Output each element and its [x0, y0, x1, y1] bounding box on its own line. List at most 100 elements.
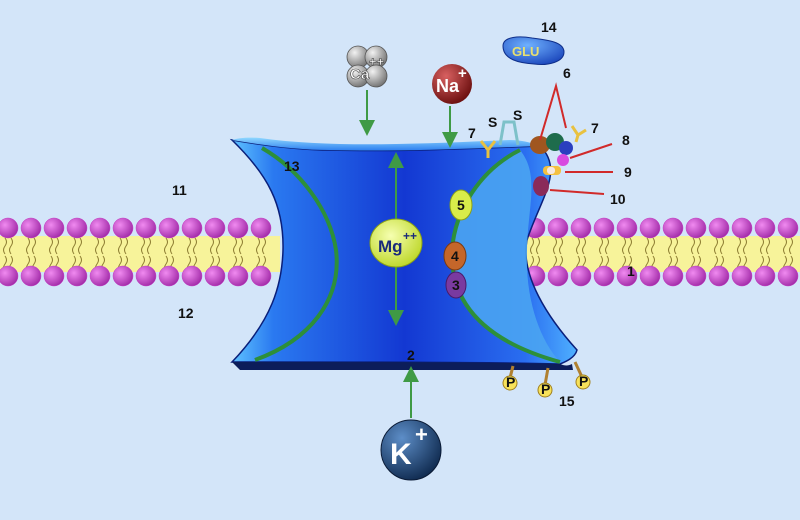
lipid-tail	[737, 237, 741, 255]
lipid-tail	[605, 237, 609, 255]
lipid-tail	[26, 237, 30, 255]
lipid-tail	[3, 237, 7, 255]
bead-blue	[559, 141, 573, 155]
lipid-head	[227, 217, 249, 239]
lipid-head	[0, 265, 19, 287]
phosphate-2	[537, 382, 553, 398]
pointer-10	[549, 189, 605, 195]
lipid-head	[639, 217, 661, 239]
binding-site-4	[443, 241, 467, 271]
lipid-head	[250, 265, 272, 287]
label-6: 6	[563, 65, 571, 81]
lipid-head	[570, 217, 592, 239]
lipid-tail	[536, 237, 540, 255]
channel-top-face	[232, 137, 540, 151]
lipid-head	[112, 265, 134, 287]
glutamate-label: GLU	[512, 44, 539, 59]
lipid-head	[135, 217, 157, 239]
sulfur-1: S	[488, 114, 497, 130]
label-9: 9	[624, 164, 632, 180]
lipid-tail	[239, 237, 243, 255]
lipid-head	[20, 217, 42, 239]
lipid-tail	[599, 237, 603, 255]
lipid-head	[731, 217, 753, 239]
lipid-head	[181, 265, 203, 287]
lipid-head	[20, 265, 42, 287]
label-14: 14	[541, 19, 557, 35]
magnesium-charge: ++	[403, 229, 417, 243]
number-labels: 1 2 6 7 7 8 9 10 11 12 13 14 15	[172, 19, 635, 409]
lipid-tail	[124, 237, 128, 255]
lipid-head	[89, 217, 111, 239]
lipid-tail	[559, 237, 563, 255]
lipid-head	[754, 217, 776, 239]
lipid-head	[43, 217, 65, 239]
lipid-tail	[55, 237, 59, 255]
lipid-tail	[49, 237, 53, 255]
lipid-tail	[9, 237, 13, 255]
binding-sites: 5 4 3	[443, 189, 473, 299]
label-12: 12	[178, 305, 194, 321]
lipid-tail	[256, 237, 260, 255]
bead-brown	[530, 136, 550, 154]
lipid-head	[731, 265, 753, 287]
sodium-ion: Na +	[432, 64, 472, 104]
lipid-head	[0, 217, 19, 239]
channel-inner-face-right	[451, 150, 560, 362]
lipid-tail	[187, 237, 191, 255]
lipid-tail	[193, 237, 197, 255]
lipid-head	[685, 265, 707, 287]
site-label-3: 3	[452, 277, 460, 293]
lipid-tail	[743, 237, 747, 255]
binding-site-3	[445, 271, 467, 299]
phosphate-3	[575, 374, 591, 390]
lipid-tail	[210, 237, 214, 255]
lipid-head	[181, 217, 203, 239]
label-13: 13	[284, 158, 300, 174]
membrane-core	[520, 236, 800, 272]
label-10: 10	[610, 191, 626, 207]
lipid-tail	[645, 237, 649, 255]
sodium-charge: +	[458, 65, 467, 82]
lipid-tail	[95, 237, 99, 255]
lipid-head	[227, 265, 249, 287]
binding-site-5	[449, 189, 473, 221]
lipid-tail	[78, 237, 82, 255]
lipid-tail	[118, 237, 122, 255]
label-2: 2	[407, 347, 415, 363]
calcium-charge: ++	[369, 54, 385, 69]
lipid-head	[158, 265, 180, 287]
sulfur-2: S	[513, 107, 522, 123]
lipid-head	[43, 265, 65, 287]
lipid-head	[593, 217, 615, 239]
glycosylation-site-right	[570, 125, 587, 143]
phosphate-label-3: P	[579, 373, 588, 389]
channel-bottom-edge	[232, 362, 573, 370]
lipid-tail	[32, 237, 36, 255]
lipid-tail	[783, 237, 787, 255]
site-label-4: 4	[451, 248, 459, 264]
label-8: 8	[622, 132, 630, 148]
lipid-head	[250, 217, 272, 239]
lipid-head	[777, 265, 799, 287]
lipid-tail	[576, 237, 580, 255]
lipid-tail	[530, 237, 534, 255]
lipid-head	[639, 265, 661, 287]
lipid-head	[547, 265, 569, 287]
lipid-head	[112, 217, 134, 239]
label-7-left: 7	[468, 125, 476, 141]
phosphate-label-2: P	[541, 381, 550, 397]
label-7-right: 7	[591, 120, 599, 136]
lipid-tail	[691, 237, 695, 255]
lipid-tail	[622, 237, 626, 255]
lipid-head	[135, 265, 157, 287]
lipid-tail	[147, 237, 151, 255]
lipid-head	[66, 265, 88, 287]
label-1: 1	[627, 263, 635, 279]
lipid-tail	[101, 237, 105, 255]
bead-pink	[557, 154, 569, 166]
lipid-tail	[628, 237, 632, 255]
lipid-head	[204, 217, 226, 239]
channel-inner-rim-left	[254, 146, 339, 362]
